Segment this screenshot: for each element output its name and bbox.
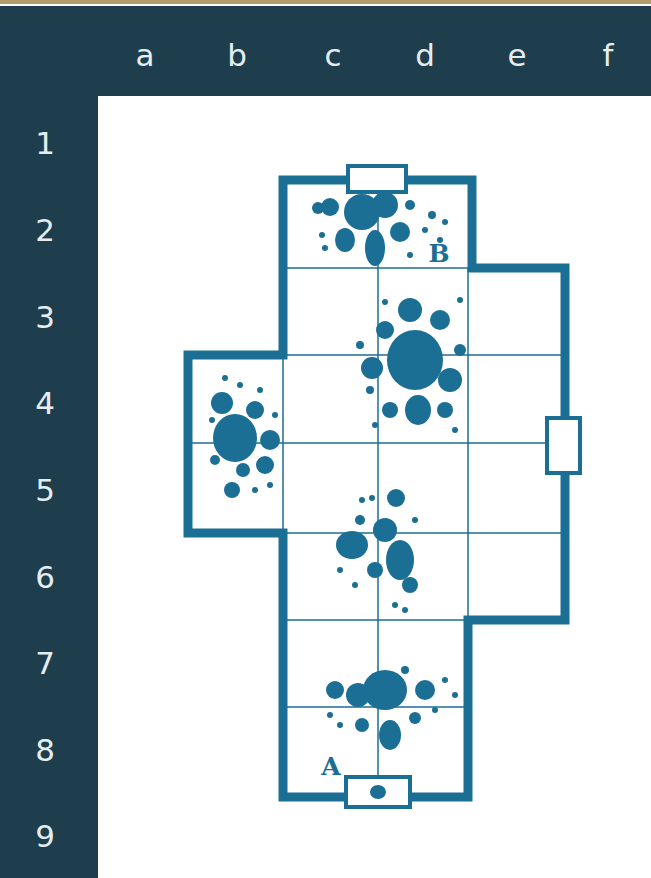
column-letter: a <box>136 40 155 71</box>
row-number: 8 <box>35 735 55 766</box>
column-letter: d <box>415 40 435 71</box>
map-marker: B <box>428 241 449 266</box>
row-number: 9 <box>35 821 55 852</box>
column-letter: b <box>227 40 247 71</box>
grid-lines <box>188 180 565 797</box>
top-rule <box>0 0 651 4</box>
door <box>348 166 406 192</box>
column-letter: c <box>324 40 341 71</box>
map-marker: A <box>321 754 340 779</box>
column-letter: e <box>507 40 526 71</box>
door <box>547 418 580 473</box>
row-number: 2 <box>35 215 55 246</box>
column-letter: f <box>603 40 614 71</box>
row-number: 1 <box>35 128 55 159</box>
row-number: 7 <box>35 648 55 679</box>
row-band <box>0 6 98 878</box>
door <box>346 777 410 807</box>
row-number: 5 <box>35 475 55 506</box>
entrance-dot <box>370 785 386 799</box>
row-number: 4 <box>35 388 55 419</box>
row-number: 3 <box>35 302 55 333</box>
row-number: 6 <box>35 562 55 593</box>
room-outline <box>188 180 565 797</box>
rubble <box>209 187 466 750</box>
